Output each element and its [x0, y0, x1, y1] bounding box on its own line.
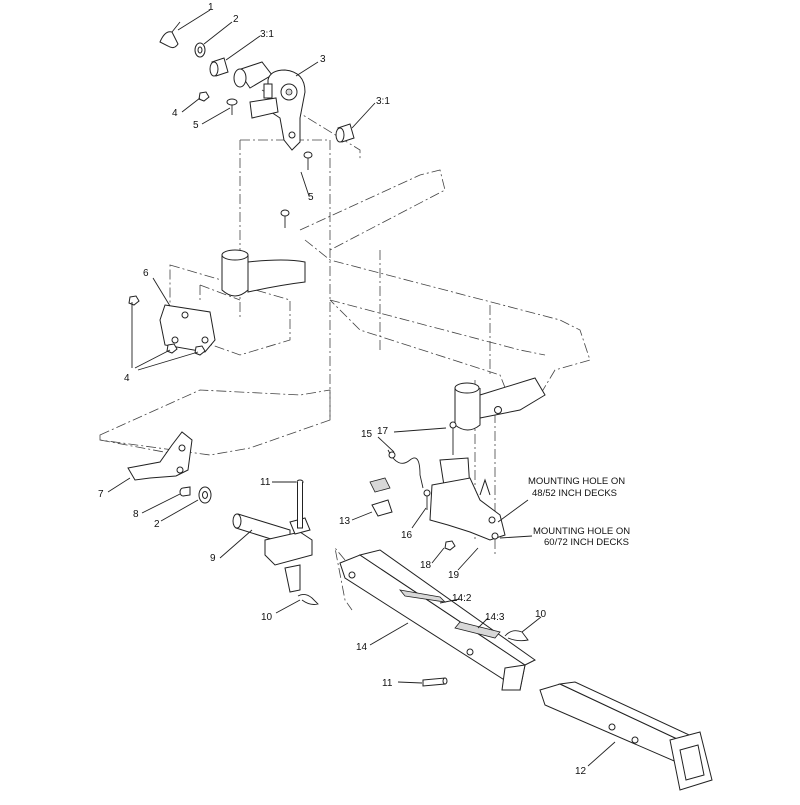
- spacer-part-8: [179, 486, 191, 497]
- callout-12: 12: [575, 766, 587, 777]
- cable-part-15: [387, 449, 424, 489]
- hairpin-part-10-left: [297, 593, 319, 605]
- nut-part-18: [444, 540, 456, 551]
- callout-2-low: 2: [154, 519, 160, 530]
- callout-17: 17: [377, 426, 389, 437]
- callout-13: 13: [339, 516, 351, 527]
- bracket-part-19: [429, 457, 506, 541]
- note-60-72-line2: 60/72 INCH DECKS: [544, 537, 629, 548]
- callout-15: 15: [361, 429, 373, 440]
- hair-pin-clip-part-1: [159, 21, 181, 49]
- mounting-notes: MOUNTING HOLE ON 48/52 INCH DECKS MOUNTI…: [528, 476, 630, 548]
- note-48-52-line1: MOUNTING HOLE ON: [528, 476, 625, 487]
- pivot-arm-part-9: [232, 513, 313, 593]
- washer-part-2-low: [198, 486, 212, 504]
- callout-10-right: 10: [535, 609, 547, 620]
- callout-4-low: 4: [124, 373, 130, 384]
- bolt-part-5-top: [226, 98, 238, 115]
- pin-part-17: [449, 421, 457, 455]
- mounting-plate-part-6: [159, 304, 216, 353]
- pad-part-13: [369, 477, 393, 517]
- hairpin-part-10-right: [504, 630, 529, 642]
- callout-3-1-top: 3:1: [260, 29, 274, 40]
- callout-11-low: 11: [382, 678, 393, 689]
- callout-14-2: 14:2: [452, 593, 472, 604]
- callout-1: 1: [208, 2, 214, 13]
- callout-3: 3: [320, 54, 326, 65]
- callout-4-top: 4: [172, 108, 178, 119]
- callout-5-top: 5: [193, 120, 199, 131]
- callout-9: 9: [210, 553, 216, 564]
- callout-8: 8: [133, 509, 139, 520]
- bushing-part-3-1-mid: [335, 123, 355, 143]
- callout-19: 19: [448, 570, 460, 581]
- bolt-part-5-mid: [280, 151, 313, 228]
- bolt-part-16: [423, 489, 431, 510]
- callout-10-left: 10: [261, 612, 273, 623]
- callout-14-3: 14:3: [485, 612, 505, 623]
- callout-16: 16: [401, 530, 413, 541]
- callout-7: 7: [98, 489, 104, 500]
- washer-part-2-top: [194, 42, 206, 58]
- callout-5-mid: 5: [308, 192, 314, 203]
- pivot-bracket-part-3: [233, 61, 306, 151]
- callout-11-top: 11: [260, 477, 271, 488]
- callout-3-1-mid: 3:1: [376, 96, 390, 107]
- callout-6: 6: [143, 268, 149, 279]
- pivot-tube: [221, 249, 306, 297]
- leader-lines: [107, 9, 616, 767]
- callout-18: 18: [420, 560, 432, 571]
- lower-tube-part-14: [334, 547, 536, 691]
- lever-bracket-part-7: [127, 431, 193, 481]
- nut-part-4-top: [198, 91, 210, 102]
- bushing-part-3-1-top: [209, 57, 229, 77]
- pin-part-11-top: [296, 479, 304, 529]
- callout-labels: 1 2 3:1 3 4 5 3:1 5 6 4 15 17 7 11 8 2 1…: [98, 2, 587, 777]
- callout-14: 14: [356, 642, 368, 653]
- pin-part-11-low: [422, 677, 448, 687]
- extension-tube-part-12: [539, 681, 713, 791]
- callout-2-top: 2: [233, 14, 239, 25]
- lower-pivot-tube: [454, 377, 546, 431]
- note-48-52-line2: 48/52 INCH DECKS: [532, 488, 617, 499]
- note-60-72-line1: MOUNTING HOLE ON: [533, 526, 630, 537]
